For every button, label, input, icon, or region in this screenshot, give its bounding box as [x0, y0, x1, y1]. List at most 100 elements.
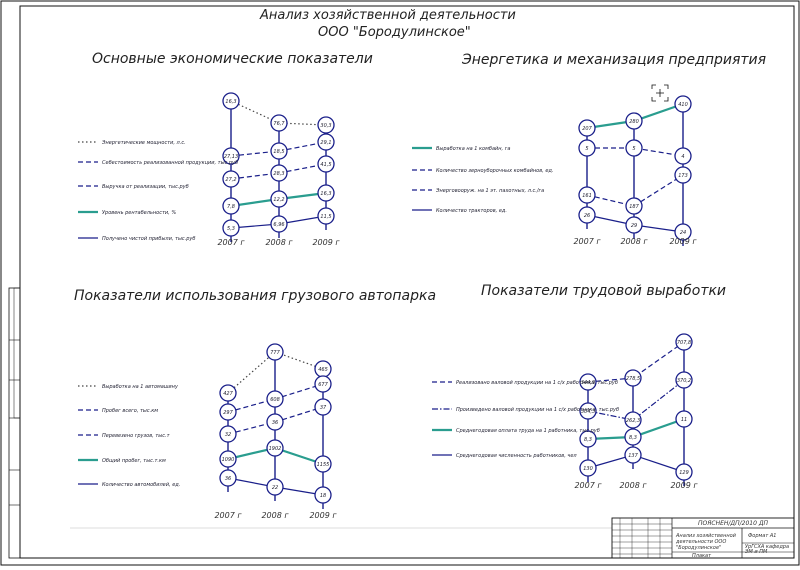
panel-1-node [222, 197, 240, 215]
panel-4-node-value: 370,2 [677, 378, 691, 384]
panel-2-node [578, 139, 596, 157]
panel-4-node-value: 8,3 [629, 435, 637, 441]
panel-1-node-value: 76,7 [273, 121, 285, 127]
panel-1-node [222, 147, 240, 165]
panel-2-node [674, 166, 692, 184]
panel-2-node-value: 187 [629, 204, 639, 210]
panel-2-node [578, 119, 596, 137]
panel-3-legend-label: Количество автомобилей, ед. [102, 482, 180, 488]
panel-1-node-value: 6,96 [273, 222, 284, 228]
panel-4-node [624, 446, 642, 464]
panel-4-legend-label: Среднегодовая оплата труда на 1 работник… [456, 428, 600, 434]
panel-3-node [266, 478, 284, 496]
panel-4-node [579, 430, 597, 448]
panel-1-legend-label: Себестоимость реализованной продукции, т… [102, 160, 238, 166]
panel-3-legend-label: Выработка на 1 автомашину [102, 384, 179, 390]
panel-3-node [314, 486, 332, 504]
panel-4-node-value: 304,3 [581, 409, 595, 415]
panel-4-node [675, 463, 693, 481]
panel-3-node-value: 18 [320, 493, 326, 499]
panel-1-node [222, 170, 240, 188]
panel-3-title: Показатели использования грузового автоп… [74, 288, 437, 304]
panel-3-node [266, 390, 284, 408]
panel-1-year-label: 2007 г [217, 238, 245, 247]
panel-4-node [579, 402, 597, 420]
panel-1-legend-label: Энергетические мощности, л.с. [101, 140, 186, 146]
main-title-line2: ООО "Бородулинское" [318, 25, 471, 40]
panel-2-title: Энергетика и механизация предприятия [462, 52, 767, 68]
panel-2-node [674, 147, 692, 165]
panel-4-node [624, 411, 642, 429]
panel-1-year-label: 2008 г [265, 238, 293, 247]
panel-1-node [270, 164, 288, 182]
panel-3-node-value: 22 [272, 485, 278, 491]
panel-1-node-value: 7,8 [227, 204, 235, 210]
panel-4-node [624, 369, 642, 387]
panel-3-node-value: 297 [223, 410, 233, 416]
panel-3-node [219, 425, 237, 443]
panel-4-node-value: 344,9 [581, 380, 595, 386]
panel-4-node [675, 410, 693, 428]
panel-2-node-value: 410 [678, 102, 688, 108]
panel-3-legend-label: Перевезено грузов, тыс.т [102, 433, 171, 439]
panel-2-node-value: 5 [632, 146, 635, 152]
panel-1-node-value: 5,3 [227, 226, 235, 232]
panel-1-node [270, 142, 288, 160]
panel-2-node [578, 186, 596, 204]
panel-2-legend-label: Количество зерноуборочных комбайнов, ед. [436, 168, 553, 174]
panel-2-node-value: 173 [678, 173, 688, 179]
panel-4-legend-label: Реализовано валовой продукции на 1 с/х р… [456, 380, 618, 386]
panel-1-node-value: 18,5 [273, 149, 284, 155]
panel-1-node-value: 16,3 [320, 191, 331, 197]
panel-2-node [625, 197, 643, 215]
panel-3-node [314, 398, 332, 416]
panel-1-node [222, 92, 240, 110]
panel-3-node [266, 439, 284, 457]
panel-4-node [579, 459, 597, 477]
panel-3-year-label: 2007 г [214, 511, 242, 520]
panel-4-node [624, 428, 642, 446]
panel-4-legend-label: Произведено валовой продукции на 1 с/х р… [456, 407, 619, 413]
panel-4-node-value: 129 [679, 470, 689, 476]
panel-4-legend-label: Среднегодовая численность работников, че… [456, 453, 577, 459]
panel-4-node-value: 707,8 [677, 340, 691, 346]
panel-3-node-value: 608 [270, 397, 280, 403]
doc-stage: Плакат [692, 553, 712, 559]
crosshair-cursor-icon [651, 84, 669, 102]
panel-1-node [317, 184, 335, 202]
panel-3-node-value: 1902 [269, 446, 282, 452]
panel-1-node-value: 12,2 [273, 197, 284, 203]
panel-4-title: Показатели трудовой выработки [481, 283, 727, 299]
panel-1-node [270, 215, 288, 233]
panel-1-node [317, 207, 335, 225]
panel-3-node-value: 32 [225, 432, 231, 438]
panel-2-node [674, 223, 692, 241]
main-title-line1: Анализ хозяйственной деятельности [260, 8, 516, 23]
panel-2-year-label: 2009 г [669, 237, 697, 246]
panel-3-node-value: 36 [225, 476, 231, 482]
panel-3-node [314, 455, 332, 473]
sheet-title: Анализ хозяйственной деятельности ООО "Б… [676, 533, 736, 551]
panel-3-node-value: 37 [320, 405, 327, 411]
panel-1-legend-label: Выручка от реализации, тыс.руб [102, 184, 189, 190]
panel-4-year-label: 2009 г [670, 481, 698, 490]
panel-4-year-label: 2007 г [574, 481, 602, 490]
panel-2-legend-label: Энерговооруж. на 1 эт. пахотных, л.с./га [435, 188, 544, 194]
panel-1-node-value: 28,3 [273, 171, 284, 177]
panel-1-node [222, 219, 240, 237]
panel-1-node [317, 116, 335, 134]
panel-3-node-value: 677 [318, 382, 328, 388]
panel-4-node-value: 278,5 [626, 376, 640, 382]
panel-3-node-value: 465 [318, 367, 328, 373]
panel-2-node-value: 161 [582, 193, 592, 199]
panel-1-node [317, 133, 335, 151]
panel-1-node-value: 27,13 [224, 154, 238, 160]
panel-4-node-value: 137 [628, 453, 638, 459]
panel-2-node [625, 112, 643, 130]
panel-2-legend-label: Выработка на 1 комбайн, га [436, 146, 510, 152]
panel-1-node-value: 41,5 [320, 162, 331, 168]
panel-2-legend-label: Количество тракторов, ед. [436, 208, 507, 214]
